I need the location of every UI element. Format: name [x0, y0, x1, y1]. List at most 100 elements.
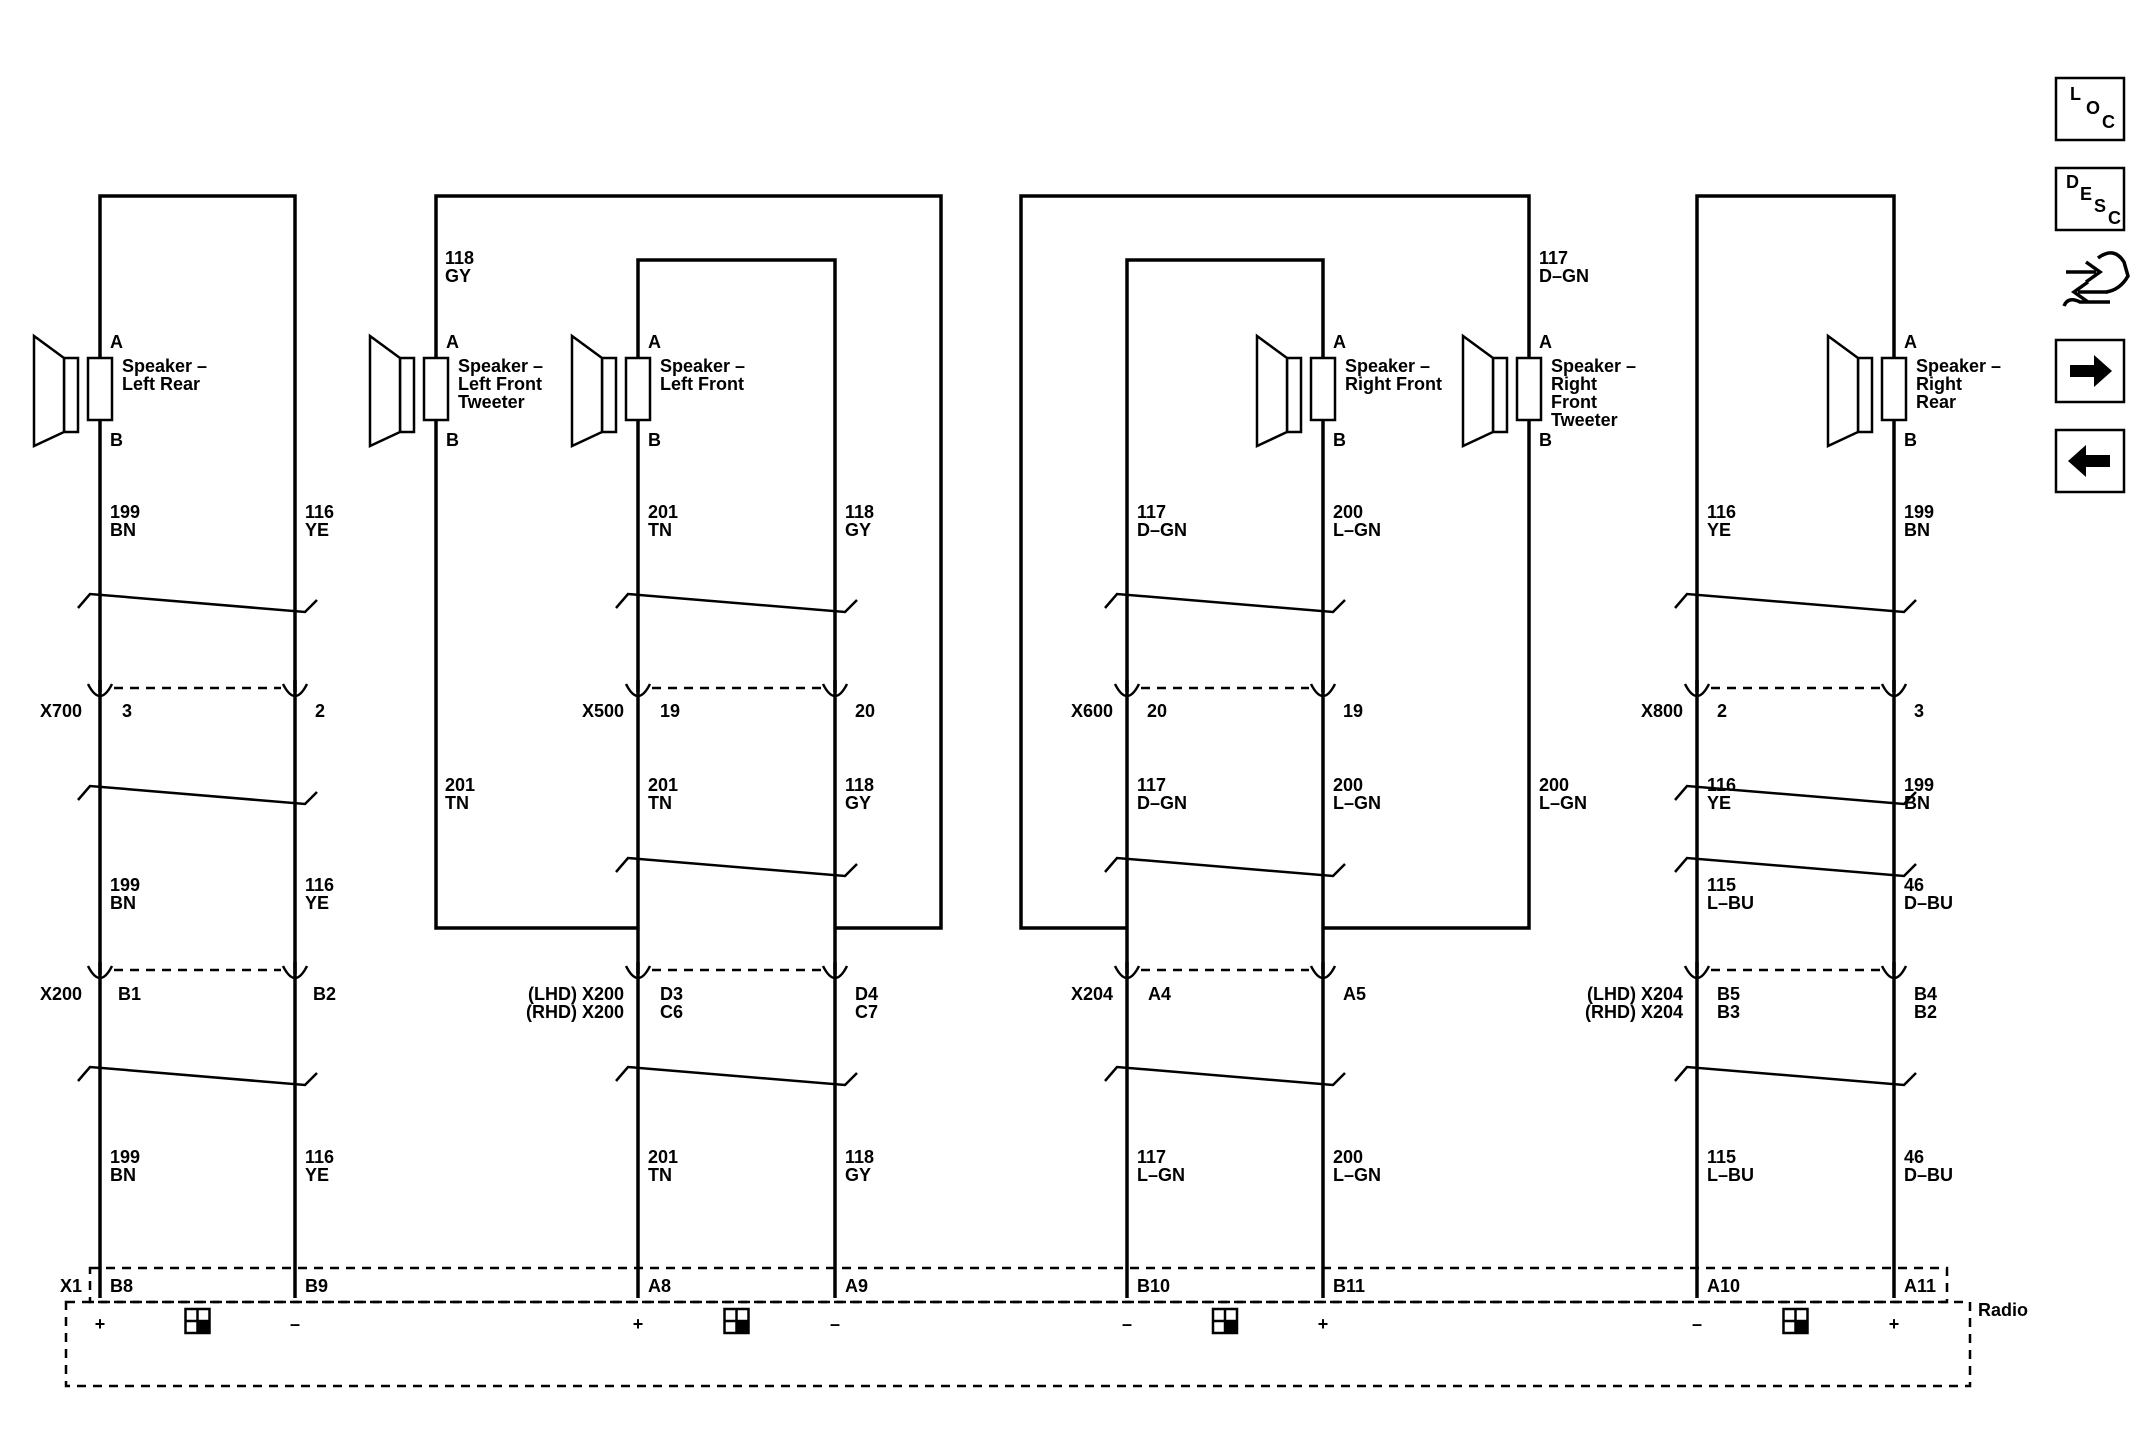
wire-color-code: YE [305, 520, 329, 540]
speaker-pin-a: A [648, 332, 661, 352]
radio-label: Radio [1978, 1300, 2028, 1320]
wire-color-code: D–GN [1539, 266, 1589, 286]
connector-pin: 20 [855, 701, 875, 721]
wire-color-code: YE [1707, 520, 1731, 540]
wire-color-code: L–GN [1539, 793, 1587, 813]
wire-label: 46D–BU [1904, 875, 1953, 913]
radio-pin: B9 [305, 1276, 328, 1296]
connector-pin: C6 [660, 1002, 683, 1022]
speaker-body [624, 356, 652, 422]
connector-name: X600 [1071, 701, 1113, 721]
speaker-label: Right Front [1345, 374, 1442, 394]
wire-circuit-number: 118 [845, 502, 874, 522]
wire-color-code: BN [110, 893, 136, 913]
speaker-label: Speaker – [122, 356, 207, 376]
wire-circuit-number: 46 [1904, 1147, 1924, 1167]
icon-letter: D [2066, 172, 2079, 192]
location-icon[interactable]: LOC [2054, 76, 2126, 142]
speaker-label: Speaker – [660, 356, 745, 376]
next-page-arrow-icon[interactable] [2054, 338, 2126, 404]
speaker-label: Speaker – [1345, 356, 1430, 376]
speaker-label: Left Front [458, 374, 542, 394]
connector-pin: B2 [313, 984, 336, 1004]
wire-color-code: BN [1904, 793, 1930, 813]
radio-polarity: – [290, 1314, 300, 1334]
wire-circuit-number: 116 [305, 502, 334, 522]
wire-circuit-number: 200 [1539, 775, 1569, 795]
wire-circuit-number: 116 [305, 1147, 334, 1167]
speaker-pin-a: A [110, 332, 123, 352]
radio-pin: A11 [1904, 1276, 1936, 1296]
wire-color-code: GY [445, 266, 471, 286]
connector-name: X700 [40, 701, 82, 721]
radio-pin: A10 [1707, 1276, 1740, 1296]
previous-page-arrow-icon[interactable] [2054, 428, 2126, 494]
radio-polarity: + [1318, 1314, 1329, 1334]
twisted-pair-marker [615, 856, 858, 878]
connector-pin: B5 [1717, 984, 1740, 1004]
wire-color-code: BN [110, 1165, 136, 1185]
radio-polarity: + [633, 1314, 644, 1334]
speaker-pin-b: B [446, 430, 459, 450]
wire-right-tweeter-200 [1323, 395, 1531, 930]
radio-polarity: + [1889, 1314, 1900, 1334]
speaker-magnet [1856, 356, 1874, 434]
wire-color-code: YE [305, 893, 329, 913]
wire-color-code: GY [845, 1165, 871, 1185]
wire-color-code: TN [648, 793, 672, 813]
icon-letter: S [2094, 196, 2106, 216]
connector-pin: 19 [1343, 701, 1363, 721]
speaker-pin-b: B [110, 430, 123, 450]
wire-circuit-number: 118 [845, 775, 874, 795]
speaker-magnet [1491, 356, 1509, 434]
speaker-pin-a: A [446, 332, 459, 352]
speaker-pin-b: B [1904, 430, 1917, 450]
speaker-magnet [1285, 356, 1303, 434]
wire-color-code: YE [305, 1165, 329, 1185]
radio-polarity: + [95, 1314, 106, 1334]
wire-circuit-number: 199 [1904, 775, 1934, 795]
connector-repair-icon[interactable] [2062, 251, 2130, 307]
twisted-pair-marker [77, 1065, 318, 1087]
radio-polarity: – [830, 1314, 840, 1334]
speaker-label: Right [1916, 374, 1962, 394]
connector-terminal [1880, 680, 1908, 698]
connector-pin: D3 [660, 984, 683, 1004]
twisted-pair-marker [1674, 1065, 1917, 1087]
wire-color-code: BN [1904, 520, 1930, 540]
wires [98, 194, 1896, 1298]
connector-pin: 3 [122, 701, 132, 721]
wire-left-tweeter-201 [434, 395, 638, 930]
speaker-pin-a: A [1904, 332, 1917, 352]
connector-name: (RHD) X200 [526, 1002, 624, 1022]
wire-color-code: D–BU [1904, 1165, 1953, 1185]
connector-terminal [821, 962, 849, 980]
wire-circuit-number: 200 [1333, 775, 1363, 795]
radio-pin: B10 [1137, 1276, 1170, 1296]
speaker-cone [1826, 333, 1860, 448]
speaker-label: Right [1551, 374, 1597, 394]
wire-left-front-pair [636, 258, 837, 1298]
connector-name: (LHD) X204 [1587, 984, 1683, 1004]
connector-terminal [624, 962, 652, 980]
